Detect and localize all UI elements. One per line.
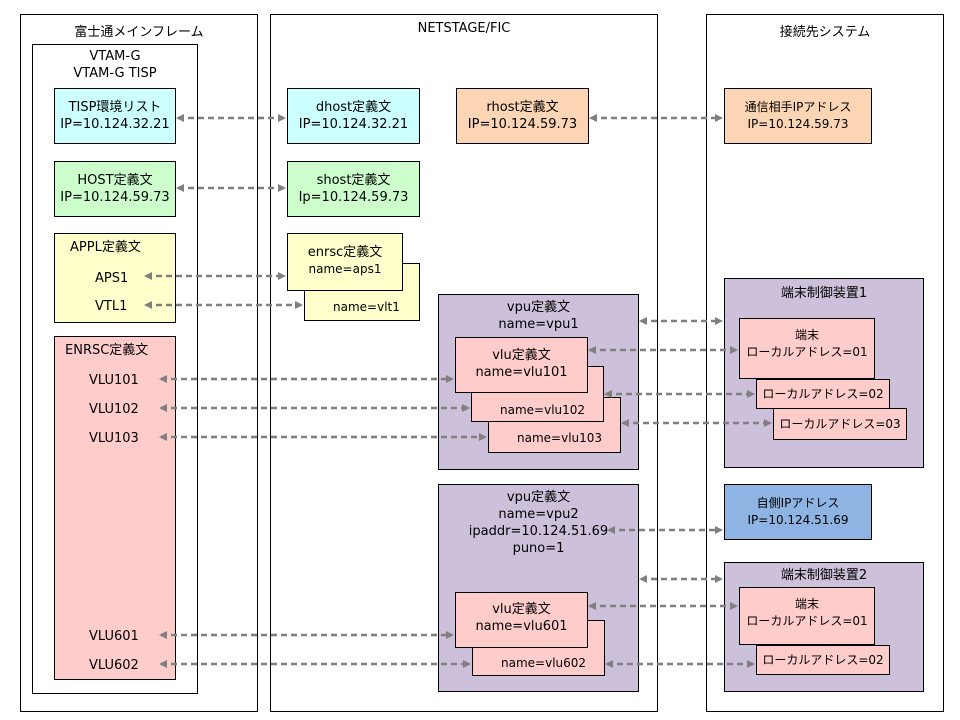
terminal-controller-2-title: 端末制御装置2 bbox=[780, 568, 868, 583]
self-ip-box: 自側IPアドレス IP=10.124.51.69 bbox=[724, 484, 872, 540]
vlu101-title: vlu定義文 bbox=[492, 348, 551, 363]
peer-ip-value: IP=10.124.59.73 bbox=[747, 117, 849, 131]
enrsc-name-vlt1: name=vlt1 bbox=[333, 300, 400, 314]
rhost-def-box: rhost定義文 IP=10.124.59.73 bbox=[456, 88, 589, 144]
vtam-title-2: VTAM-G TISP bbox=[73, 66, 157, 81]
rhost-def-title: rhost定義文 bbox=[486, 100, 559, 115]
enrsc-vlu102: VLU102 bbox=[89, 402, 139, 417]
vpu2-def-puno: puno=1 bbox=[512, 541, 565, 556]
enrsc-vlu103: VLU103 bbox=[89, 431, 139, 446]
netstage-column-title: NETSTAGE/FIC bbox=[417, 21, 511, 36]
dhost-def-ip: IP=10.124.32.21 bbox=[298, 117, 409, 132]
tisp-env-list-ip: IP=10.124.32.21 bbox=[60, 117, 170, 132]
ctrl1-addr02: ローカルアドレス=02 bbox=[762, 387, 884, 401]
vpu1-def-name: name=vpu1 bbox=[498, 317, 579, 332]
tisp-env-list-title: TISP環境リスト bbox=[68, 100, 162, 115]
ctrl1-addr01: ローカルアドレス=01 bbox=[746, 345, 868, 359]
ctrl2-addr02: ローカルアドレス=02 bbox=[762, 653, 884, 667]
vtam-title-1: VTAM-G bbox=[89, 49, 141, 64]
vlu101-box: vlu定義文 name=vlu101 bbox=[455, 337, 588, 393]
vlu602-name: name=vlu602 bbox=[501, 656, 587, 670]
terminal-controller-1-title: 端末制御装置1 bbox=[780, 286, 868, 301]
peer-ip-title: 通信相手IPアドレス bbox=[744, 100, 852, 114]
appl-def-title: APPL定義文 bbox=[70, 240, 141, 255]
mainframe-column-title: 富士通メインフレーム bbox=[74, 25, 204, 40]
dhost-def-title: dhost定義文 bbox=[315, 100, 392, 115]
shost-def-box: shost定義文 Ip=10.124.59.73 bbox=[287, 161, 420, 217]
peer-ip-box: 通信相手IPアドレス IP=10.124.59.73 bbox=[724, 88, 872, 144]
vpu2-def-title: vpu定義文 bbox=[506, 490, 571, 505]
ctrl1-terminal-title: 端末 bbox=[794, 328, 819, 342]
enrsc-name-aps1: name=aps1 bbox=[308, 262, 382, 276]
self-ip-title: 自側IPアドレス bbox=[756, 496, 840, 510]
host-def-ip: IP=10.124.59.73 bbox=[60, 190, 170, 205]
shost-def-ip: Ip=10.124.59.73 bbox=[298, 190, 409, 205]
vlu101-name: name=vlu101 bbox=[475, 365, 568, 380]
enrsc-title: enrsc定義文 bbox=[307, 245, 383, 260]
host-def-title: HOST定義文 bbox=[77, 173, 153, 188]
ctrl1-addr03: ローカルアドレス=03 bbox=[779, 417, 901, 431]
shost-def-title: shost定義文 bbox=[316, 173, 391, 188]
ctrl1-addr02-box: ローカルアドレス=02 bbox=[756, 379, 890, 409]
ctrl1-addr03-box: ローカルアドレス=03 bbox=[773, 408, 907, 440]
vpu2-def-ipaddr: ipaddr=10.124.51.69 bbox=[468, 524, 609, 539]
enrsc-def-title: ENRSC定義文 bbox=[65, 343, 149, 358]
dhost-def-box: dhost定義文 IP=10.124.32.21 bbox=[287, 88, 420, 144]
vlu103-name: name=vlu103 bbox=[517, 431, 603, 445]
rhost-def-ip: IP=10.124.59.73 bbox=[467, 117, 578, 132]
self-ip-value: IP=10.124.51.69 bbox=[747, 513, 849, 527]
vlu601-title: vlu定義文 bbox=[492, 602, 551, 617]
enrsc-def-box: ENRSC定義文 VLU101 VLU102 VLU103 VLU601 VLU… bbox=[54, 336, 176, 680]
ctrl1-terminal-box: 端末 ローカルアドレス=01 bbox=[739, 318, 875, 379]
ctrl2-terminal-title: 端末 bbox=[794, 597, 819, 611]
vpu2-def-box: vpu定義文 name=vpu2 ipaddr=10.124.51.69 pun… bbox=[438, 484, 639, 692]
appl-aps1: APS1 bbox=[95, 271, 129, 286]
ctrl2-addr02-box: ローカルアドレス=02 bbox=[756, 645, 890, 675]
enrsc-vlu602: VLU602 bbox=[89, 658, 139, 673]
vlu102-name: name=vlu102 bbox=[500, 403, 586, 417]
enrsc-vlu601: VLU601 bbox=[89, 629, 139, 644]
enrsc-aps1-box: enrsc定義文 name=aps1 bbox=[287, 233, 403, 291]
enrsc-vlu101: VLU101 bbox=[89, 373, 139, 388]
ctrl2-addr01: ローカルアドレス=01 bbox=[746, 614, 868, 628]
vlu601-box: vlu定義文 name=vlu601 bbox=[455, 592, 588, 648]
ctrl2-terminal-box: 端末 ローカルアドレス=01 bbox=[739, 587, 875, 645]
appl-vtl1: VTL1 bbox=[95, 299, 128, 314]
vlu601-name: name=vlu601 bbox=[475, 619, 568, 634]
vpu1-def-title: vpu定義文 bbox=[506, 300, 571, 315]
vpu2-def-name: name=vpu2 bbox=[498, 507, 579, 522]
host-def-box: HOST定義文 IP=10.124.59.73 bbox=[54, 161, 176, 217]
tisp-env-list-box: TISP環境リスト IP=10.124.32.21 bbox=[54, 88, 176, 144]
remote-column-title: 接続先システム bbox=[779, 25, 871, 40]
